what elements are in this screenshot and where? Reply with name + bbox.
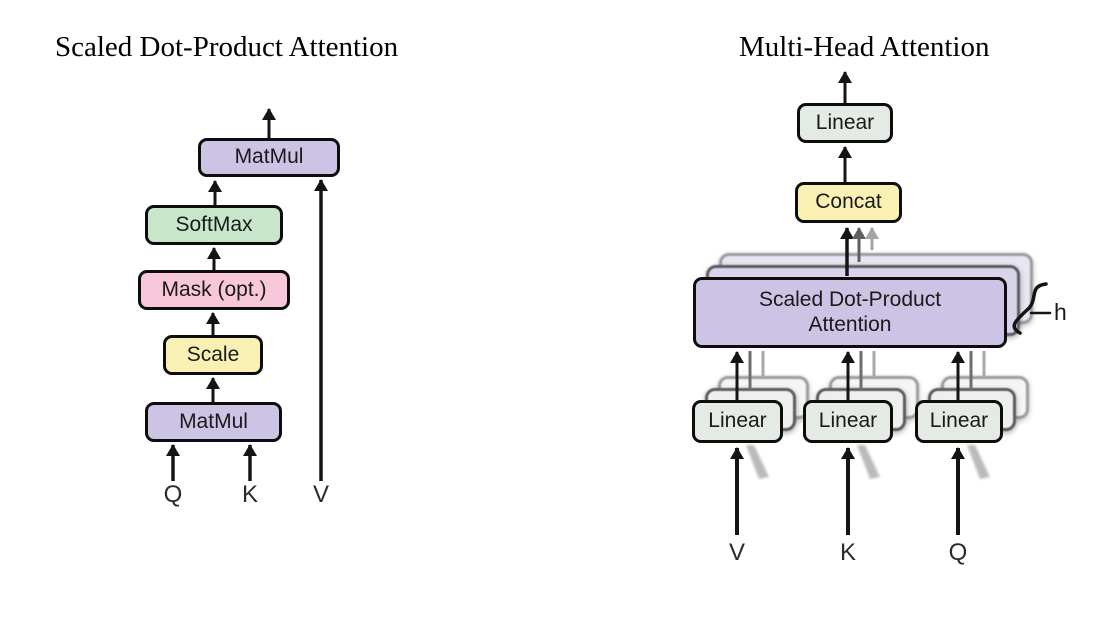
input-label-k-right: K — [839, 539, 856, 566]
linear-v-label: Linear — [708, 409, 767, 433]
head-count-label: h — [1054, 299, 1067, 325]
sdpa-box: Scaled Dot-Product Attention — [693, 277, 1007, 348]
shadow-tail-k — [857, 445, 880, 479]
right-diagram-title: Multi-Head Attention — [739, 31, 990, 63]
input-label-k-left: K — [241, 481, 258, 508]
matmul-bottom-box: MatMul — [145, 402, 282, 442]
input-label-q-right: Q — [948, 539, 968, 566]
softmax-box: SoftMax — [145, 205, 283, 245]
shadow-tail-v — [746, 445, 769, 479]
left-diagram-title: Scaled Dot-Product Attention — [55, 31, 399, 63]
linear-shadow-tails — [746, 445, 990, 479]
matmul-bottom-label: MatMul — [179, 409, 248, 433]
linear-v-box: Linear — [692, 400, 783, 443]
concat-box: Concat — [795, 182, 902, 223]
input-label-v-left: V — [312, 481, 329, 508]
linear-q-label: Linear — [929, 409, 989, 433]
linear-k-box: Linear — [803, 400, 893, 443]
matmul-top-box: MatMul — [198, 138, 340, 177]
linear-q-box: Linear — [915, 400, 1003, 443]
linear-top-label: Linear — [815, 110, 875, 134]
input-label-v-right: V — [728, 539, 745, 566]
input-label-q-left: Q — [163, 481, 183, 508]
mask-label: Mask (opt.) — [161, 277, 267, 301]
mask-box: Mask (opt.) — [138, 270, 290, 310]
softmax-label: SoftMax — [175, 212, 253, 236]
matmul-top-label: MatMul — [234, 145, 304, 169]
shadow-tail-q — [967, 445, 990, 479]
concat-label: Concat — [815, 190, 882, 214]
scale-box: Scale — [163, 335, 263, 375]
scale-label: Scale — [186, 342, 240, 366]
linear-top-box: Linear — [797, 103, 893, 143]
sdpa-label-line2: Attention — [808, 312, 892, 336]
sdpa-label-line1: Scaled Dot-Product — [758, 288, 942, 312]
linear-k-label: Linear — [818, 409, 878, 433]
